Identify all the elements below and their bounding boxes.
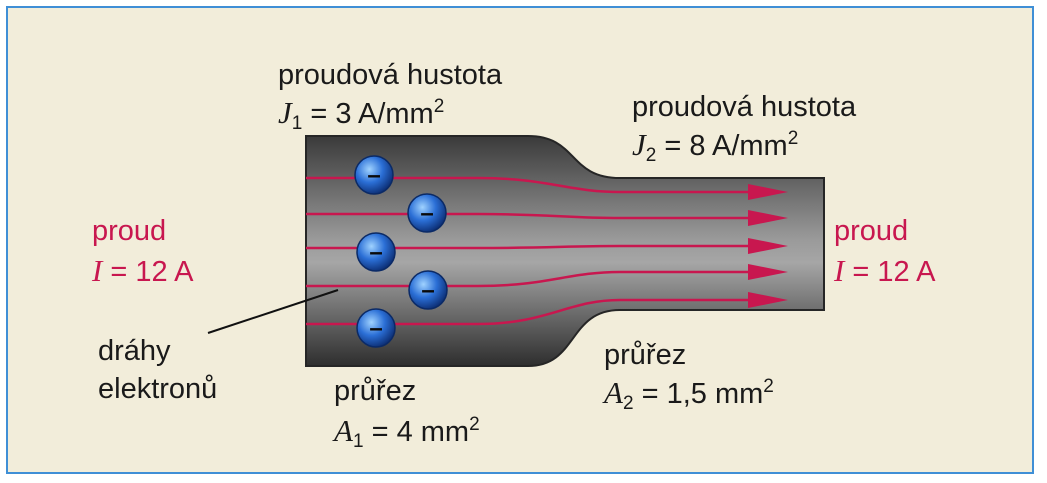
electron-path-pointer <box>207 289 339 334</box>
right-density-formula: J2 = 8 A/mm2 <box>632 127 799 166</box>
electron-paths-line2: elektronů <box>98 373 218 405</box>
right-density-value: = 8 A/mm <box>664 130 788 162</box>
left-density-exponent: 2 <box>433 96 445 117</box>
electron: – <box>408 270 448 310</box>
left-density-symbol: J <box>278 95 292 130</box>
current-line <box>306 298 760 326</box>
right-current-symbol: I <box>834 253 845 288</box>
right-density-symbol: J <box>632 127 646 162</box>
electron-sign: – <box>369 239 382 266</box>
left-density-title: proudová hustota <box>278 59 503 91</box>
electron-paths-line1: dráhy <box>98 335 171 367</box>
electron-sign: – <box>369 315 382 342</box>
right-density-exponent: 2 <box>787 128 799 149</box>
left-density-subscript: 1 <box>291 113 303 134</box>
right-current-value: = 12 A <box>852 256 936 288</box>
right-cross-section-exponent: 2 <box>763 376 774 397</box>
current-arrowhead <box>748 264 788 280</box>
right-cross-section-subscript: 2 <box>622 393 634 414</box>
right-cross-section-formula: A2 = 1,5 mm2 <box>604 375 774 414</box>
electron: – <box>407 193 447 233</box>
right-cross-section-title: průřez <box>604 339 687 371</box>
left-density-value: = 3 A/mm <box>310 98 434 130</box>
right-current-formula: I = 12 A <box>834 254 935 289</box>
left-cross-section-title: průřez <box>334 375 417 407</box>
left-cross-section-value: = 4 mm <box>371 416 470 448</box>
left-cross-section-formula: A1 = 4 mm2 <box>334 413 480 452</box>
right-current-label: proud <box>834 215 909 247</box>
electron: – <box>354 155 394 195</box>
current-line <box>306 244 760 250</box>
current-line <box>306 270 760 288</box>
electron-sign: – <box>421 277 434 304</box>
left-current-formula: I = 12 A <box>92 254 193 289</box>
left-current-value: = 12 A <box>110 256 194 288</box>
left-current-label: proud <box>92 215 167 247</box>
electron: – <box>356 232 396 272</box>
right-density-title: proudová hustota <box>632 91 857 123</box>
left-density-formula: J1 = 3 A/mm2 <box>278 95 445 134</box>
diagram-frame: – – – – – proudová hustota J1 = 3 A/mm2 … <box>6 6 1034 474</box>
left-current-symbol: I <box>92 253 103 288</box>
conductor-diagram: – – – – – <box>207 135 825 367</box>
electron-sign: – <box>420 200 433 227</box>
current-line <box>306 176 760 194</box>
conductor-body <box>305 135 825 367</box>
electron: – <box>356 308 396 348</box>
right-density-subscript: 2 <box>645 145 657 166</box>
right-cross-section-value: = 1,5 mm <box>641 378 764 410</box>
current-arrowhead <box>748 238 788 254</box>
current-line <box>306 212 760 220</box>
left-cross-section-exponent: 2 <box>469 414 480 435</box>
current-arrowhead <box>748 184 788 200</box>
right-cross-section-symbol: A <box>604 375 623 410</box>
electron-sign: – <box>367 162 380 189</box>
left-cross-section-subscript: 1 <box>352 431 364 452</box>
left-cross-section-symbol: A <box>334 413 353 448</box>
current-arrowhead <box>748 292 788 308</box>
current-arrowhead <box>748 210 788 226</box>
